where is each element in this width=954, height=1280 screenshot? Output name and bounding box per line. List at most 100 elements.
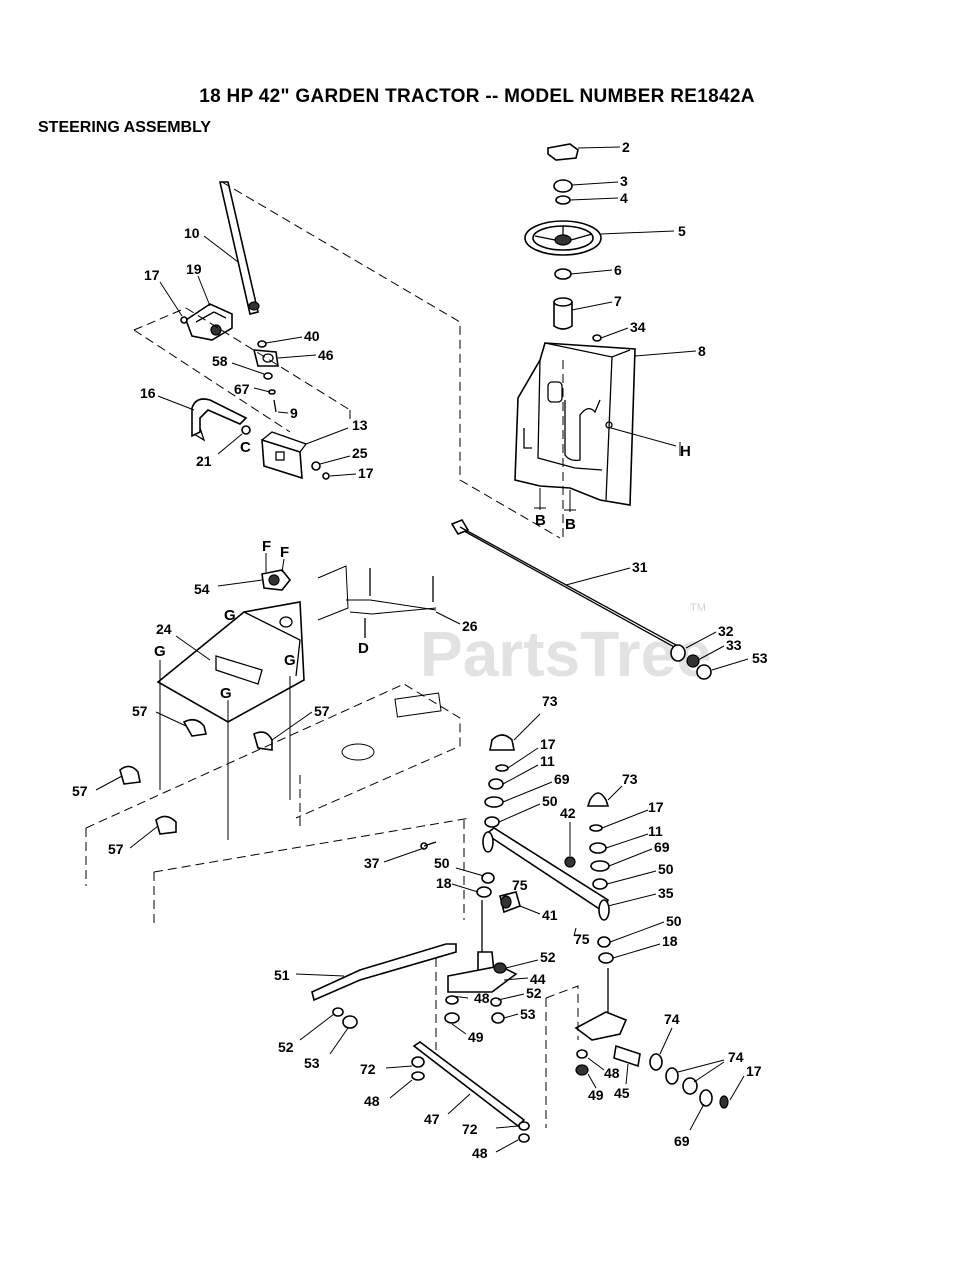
part-51-drag-link <box>311 943 457 1002</box>
part-2-cap <box>547 143 579 161</box>
part-32-washer <box>670 644 686 662</box>
ref-letter-g-top: G <box>224 607 236 624</box>
callout-48-right: 48 <box>604 1065 620 1081</box>
callout-5: 5 <box>678 223 686 239</box>
part-53-nut <box>696 664 712 680</box>
callout-19: 19 <box>186 261 202 277</box>
callout-9: 9 <box>290 405 298 421</box>
assembly-dashed-leader <box>221 181 561 539</box>
part-33-washer <box>686 654 700 668</box>
callout-25: 25 <box>352 445 368 461</box>
callout-67: 67 <box>234 381 250 397</box>
reference-letters: C H B B F F G G G G D <box>154 439 691 702</box>
ref-letter-h: H <box>680 443 691 460</box>
callout-57-bottom: 57 <box>108 841 124 857</box>
callout-32: 32 <box>718 623 734 639</box>
ref-letter-g-bottom: G <box>220 685 232 702</box>
part-9-pin <box>273 399 277 413</box>
callout-41: 41 <box>542 907 558 923</box>
callout-17-top: 17 <box>144 267 160 283</box>
callout-58: 58 <box>212 353 228 369</box>
part-57-clamp-d <box>155 815 177 835</box>
callout-45: 45 <box>614 1085 630 1101</box>
callout-69-right: 69 <box>654 839 670 855</box>
part-73-cap-a <box>489 734 515 751</box>
ref-letter-d: D <box>358 640 369 657</box>
callout-26: 26 <box>462 618 478 634</box>
part-58-bearing <box>263 372 273 380</box>
callout-18-right: 18 <box>662 933 678 949</box>
callout-18-left: 18 <box>436 875 452 891</box>
callout-69-left: 69 <box>554 771 570 787</box>
callout-73-left: 73 <box>542 693 558 709</box>
part-34-screw <box>592 334 602 342</box>
callout-53-spindle: 53 <box>520 1006 536 1022</box>
callout-57-far-left: 57 <box>72 783 88 799</box>
callout-16: 16 <box>140 385 156 401</box>
callout-73-right: 73 <box>622 771 638 787</box>
callout-57-right: 57 <box>314 703 330 719</box>
callout-75-right: 75 <box>574 931 590 947</box>
part-13-bracket <box>261 438 303 480</box>
ref-letter-b-left: B <box>535 512 546 529</box>
frame-assembly <box>85 565 471 928</box>
callout-75-left: 75 <box>512 877 528 893</box>
callout-10: 10 <box>184 225 200 241</box>
callout-44: 44 <box>530 971 546 987</box>
ref-letter-g-right: G <box>284 652 296 669</box>
steering-shaft-assembly <box>133 181 351 480</box>
callout-74-washers: 74 <box>728 1049 744 1065</box>
callout-24: 24 <box>156 621 172 637</box>
callout-8: 8 <box>698 343 706 359</box>
part-19-gear <box>185 303 233 341</box>
callout-69-bottom: 69 <box>674 1133 690 1149</box>
part-6-washer <box>554 268 572 280</box>
page-title: 18 HP 42" GARDEN TRACTOR -- MODEL NUMBER… <box>199 86 755 107</box>
callout-37: 37 <box>364 855 380 871</box>
callout-72-left: 72 <box>360 1061 376 1077</box>
part-21-nut <box>241 425 251 435</box>
callout-49-right: 49 <box>588 1087 604 1103</box>
callout-labels: 2 3 4 5 6 7 34 8 10 19 17 40 46 58 67 9 … <box>72 139 768 1161</box>
part-57-clamp-b <box>253 731 273 751</box>
part-26-link <box>346 599 437 611</box>
callout-17-right-stack: 17 <box>648 799 664 815</box>
callout-21: 21 <box>196 453 212 469</box>
callout-49-left: 49 <box>468 1029 484 1045</box>
callout-2: 2 <box>622 139 630 155</box>
part-45-spindle <box>574 1011 628 1041</box>
steering-wheel-stack <box>514 143 636 506</box>
callout-50-right-bottom: 50 <box>666 913 682 929</box>
callout-31: 31 <box>632 559 648 575</box>
ref-letter-f-left: F <box>262 538 271 555</box>
part-47-tie-rod <box>412 1041 526 1128</box>
callout-11-right: 11 <box>648 823 663 839</box>
part-16-sector <box>191 398 248 438</box>
part-3-nut <box>553 179 573 193</box>
part-17-clip <box>322 472 330 480</box>
ref-letter-c: C <box>240 439 251 456</box>
callout-72-right: 72 <box>462 1121 478 1137</box>
callout-53-drag-link: 53 <box>304 1055 320 1071</box>
section-title: STEERING ASSEMBLY <box>38 119 212 136</box>
callout-51: 51 <box>274 967 290 983</box>
leader-lines <box>95 146 749 1153</box>
callout-52-drag-link: 52 <box>278 1039 294 1055</box>
part-31-drag-link <box>459 526 677 646</box>
callout-54: 54 <box>194 581 210 597</box>
callout-52-spindle: 52 <box>540 949 556 965</box>
part-24-mounting-plate <box>156 601 305 723</box>
ref-letter-b-right: B <box>565 516 576 533</box>
part-57-clamp-c <box>119 765 141 785</box>
watermark-mark: TM <box>690 602 706 614</box>
callout-57-left-top: 57 <box>132 703 148 719</box>
part-10-steering-shaft <box>218 181 259 315</box>
part-8-dash-console <box>514 342 636 506</box>
part-35-axle <box>484 827 609 914</box>
part-40-washer <box>257 340 267 348</box>
steering-linkage <box>311 734 729 1143</box>
callout-47: 47 <box>424 1111 440 1127</box>
callout-13: 13 <box>352 417 368 433</box>
callout-53-top: 53 <box>752 650 768 666</box>
